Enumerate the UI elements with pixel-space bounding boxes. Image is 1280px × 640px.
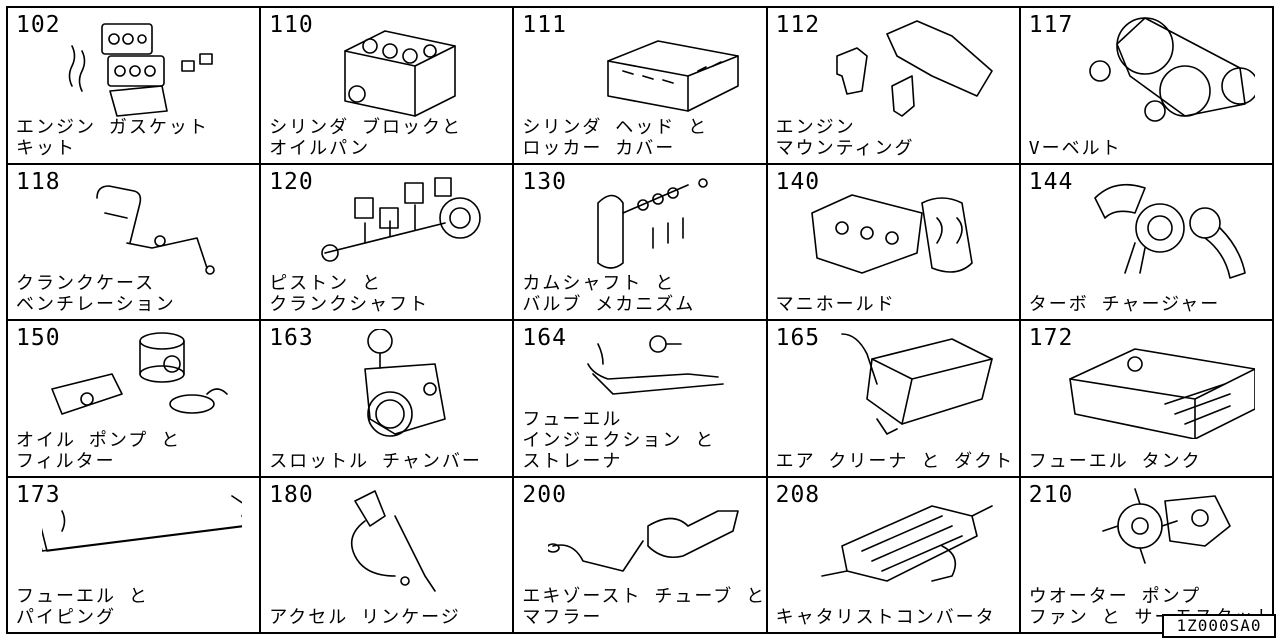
section-number: 112 [775, 12, 821, 38]
section-number: 208 [775, 481, 821, 508]
catalytic-converter-illustration [820, 504, 993, 582]
part-label: エキゾースト チューブ とマフラー [522, 586, 767, 628]
section-number: 144 [1028, 168, 1074, 195]
engine-mounting-illustration [835, 20, 993, 117]
catalog-cell-210[interactable]: 210 ウオーター ポンプファン と サーモスタット [1020, 477, 1274, 634]
part-label: フューエルインジェクション とストレーナ [522, 408, 716, 472]
section-number: 110 [269, 12, 314, 38]
section-number: 140 [775, 168, 821, 195]
part-label: シリンダ ヘッド とロッカー カバー [522, 116, 709, 159]
part-label: ピストン とクランクシャフト [269, 273, 430, 315]
exhaust-muffler-illustration [548, 509, 740, 572]
cylinder-block-illustration [344, 30, 456, 117]
catalog-cell-180[interactable]: 180 アクセル リンケージ [261, 477, 515, 634]
section-number: 150 [16, 325, 61, 351]
part-label: カムシャフト とバルブ メカニズム [522, 273, 696, 315]
v-belt-illustration [1088, 17, 1255, 122]
catalog-cell-117[interactable]: 117 Vーベルト [1020, 8, 1274, 165]
section-number: 172 [1028, 325, 1074, 351]
parts-catalog-grid: 102 エンジン ガスケットキット 110 シリンダ ブロックとオイルパン 11… [6, 6, 1274, 634]
throttle-chamber-illustration [364, 329, 446, 437]
part-label: ターボ チャージャー [1028, 294, 1221, 315]
catalog-cell-111[interactable]: 111 シリンダ ヘッド とロッカー カバー [514, 8, 768, 165]
manifold-illustration [810, 193, 973, 274]
catalog-cell-110[interactable]: 110 シリンダ ブロックとオイルパン [261, 8, 515, 165]
part-label: マニホールド [775, 294, 896, 315]
catalog-cell-144[interactable]: 144 ターボ チャージャー [1020, 164, 1274, 321]
section-number: 102 [16, 12, 61, 38]
section-number: 200 [522, 481, 567, 508]
section-number: 173 [16, 481, 61, 508]
catalog-cell-150[interactable]: 150 オイル ポンプ とフィルター [8, 321, 262, 478]
oil-pump-filter-illustration [51, 332, 228, 415]
section-number: 180 [269, 481, 314, 508]
piston-crankshaft-illustration [321, 176, 481, 262]
accelerator-linkage-illustration [351, 489, 436, 592]
cylinder-head-illustration [607, 40, 740, 112]
part-label: オイル ポンプ とフィルター [16, 429, 182, 472]
water-pump-fan-illustration [1101, 487, 1231, 564]
section-number: 210 [1028, 481, 1074, 508]
section-number: 164 [522, 325, 567, 351]
fuel-injection-illustration [587, 335, 725, 395]
section-number: 117 [1028, 12, 1074, 38]
catalog-cell-172[interactable]: 172 フューエル タンク [1020, 321, 1274, 478]
catalog-cell-165[interactable]: 165 エア クリーナ と ダクト [767, 321, 1021, 478]
page-code-label: 1Z000SA0 [1162, 614, 1276, 638]
air-cleaner-duct-illustration [840, 333, 993, 435]
part-label: アクセル リンケージ [269, 607, 461, 628]
part-label: キャタリストコンバータ [775, 607, 996, 628]
catalog-cell-112[interactable]: 112 エンジンマウンティング [767, 8, 1021, 165]
part-label: シリンダ ブロックとオイルパン [269, 116, 463, 159]
section-number: 130 [522, 168, 567, 195]
part-label: エア クリーナ と ダクト [775, 450, 1015, 472]
catalog-cell-173[interactable]: 173 フューエル とパイピング [8, 477, 262, 634]
part-label: クランクケースベンチレーション [16, 273, 176, 315]
section-number: 118 [16, 168, 61, 195]
catalog-cell-130[interactable]: 130 カムシャフト とバルブ メカニズム [514, 164, 768, 321]
crankcase-ventilation-illustration [96, 184, 215, 275]
part-label: Vーベルト [1028, 137, 1122, 159]
engine-gasket-kit-illustration [68, 23, 213, 117]
catalog-cell-120[interactable]: 120 ピストン とクランクシャフト [261, 164, 515, 321]
turbocharger-illustration [1093, 183, 1246, 279]
camshaft-valve-illustration [597, 177, 709, 269]
section-number: 111 [522, 12, 567, 38]
catalog-cell-102[interactable]: 102 エンジン ガスケットキット [8, 8, 262, 165]
section-number: 163 [269, 325, 314, 351]
fuel-tank-illustration [1068, 348, 1255, 439]
catalog-cell-118[interactable]: 118 クランクケースベンチレーション [8, 164, 262, 321]
section-number: 165 [775, 325, 821, 351]
catalog-cell-163[interactable]: 163 スロットル チャンバー [261, 321, 515, 478]
part-label: エンジン ガスケットキット [16, 116, 209, 159]
part-label: フューエル タンク [1028, 450, 1202, 472]
catalog-cell-208[interactable]: 208 キャタリストコンバータ [767, 477, 1021, 634]
catalog-cell-164[interactable]: 164 フューエルインジェクション とストレーナ [514, 321, 768, 478]
part-label: フューエル とパイピング [16, 586, 149, 628]
fuel-piping-illustration [42, 494, 242, 552]
part-label: スロットル チャンバー [269, 450, 482, 472]
part-label: エンジンマウンティング [775, 116, 915, 159]
catalog-cell-140[interactable]: 140 マニホールド [767, 164, 1021, 321]
section-number: 120 [269, 168, 314, 195]
catalog-cell-200[interactable]: 200 エキゾースト チューブ とマフラー [514, 477, 768, 634]
